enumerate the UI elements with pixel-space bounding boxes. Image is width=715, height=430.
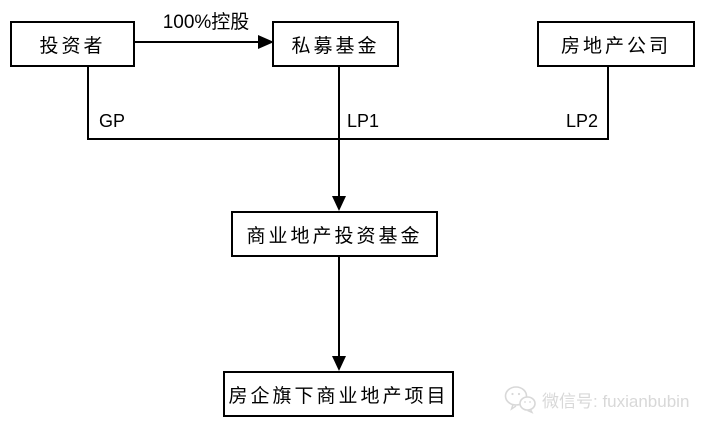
arrowhead-down-commercial-fund-icon <box>332 196 346 211</box>
node-project-label: 房企旗下商业地产项目 <box>228 385 449 407</box>
node-real-estate-company-label: 房地产公司 <box>560 35 671 57</box>
wechat-watermark: 微信号: fuxianbubin <box>504 385 689 414</box>
node-private-fund-label: 私募基金 <box>291 35 380 57</box>
node-commercial-fund: 商业地产投资基金 <box>231 211 438 257</box>
arrowhead-right-icon <box>258 35 274 49</box>
node-project: 房企旗下商业地产项目 <box>223 371 454 417</box>
wechat-id-text: 微信号: fuxianbubin <box>542 392 690 411</box>
node-private-fund: 私募基金 <box>272 21 399 67</box>
edge-label-lp1: LP1 <box>347 111 380 131</box>
node-commercial-fund-label: 商业地产投资基金 <box>246 225 423 247</box>
wechat-icon <box>504 386 536 414</box>
edge-label-lp2: LP2 <box>566 111 599 131</box>
node-investor: 投资者 <box>10 21 135 67</box>
arrowhead-down-project-icon <box>332 356 346 371</box>
edge-label-gp: GP <box>99 111 126 131</box>
node-investor-label: 投资者 <box>39 35 106 57</box>
node-real-estate-company: 房地产公司 <box>537 21 695 67</box>
edge-label-holding: 100%控股 <box>162 12 250 33</box>
